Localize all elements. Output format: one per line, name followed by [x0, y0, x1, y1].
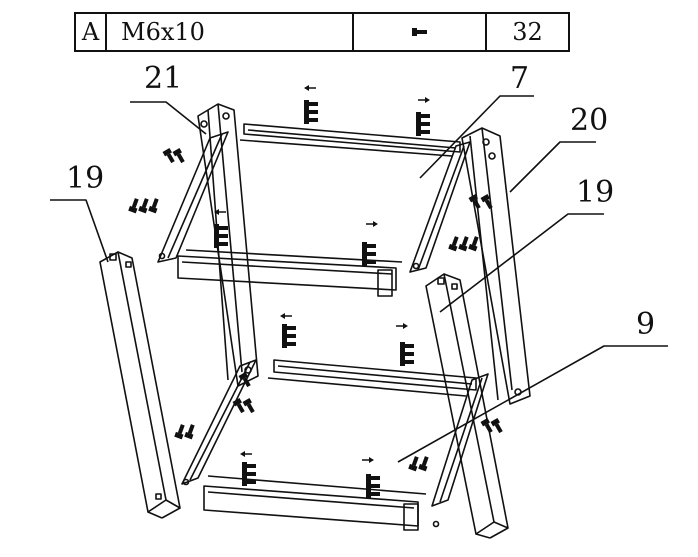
callout-19-right: 19: [576, 175, 615, 210]
parts-table: A M6x10 32: [74, 12, 570, 52]
part-icon-cell: [354, 14, 487, 50]
callout-20: 20: [570, 103, 609, 138]
bolt-icon: [411, 28, 427, 36]
top-shelf: [157, 123, 471, 297]
part-spec: M6x10: [107, 14, 354, 50]
right-front-post: [425, 273, 509, 539]
callout-7: 7: [510, 61, 530, 96]
part-letter: A: [76, 14, 107, 50]
leader-lines: [50, 95, 668, 463]
right-back-post: [461, 127, 531, 405]
part-quantity: 32: [512, 18, 543, 46]
callout-21: 21: [144, 61, 183, 96]
bottom-shelf: [181, 359, 489, 531]
callout-19-left: 19: [66, 161, 105, 196]
callout-9: 9: [636, 307, 656, 342]
left-front-post: [99, 251, 181, 519]
